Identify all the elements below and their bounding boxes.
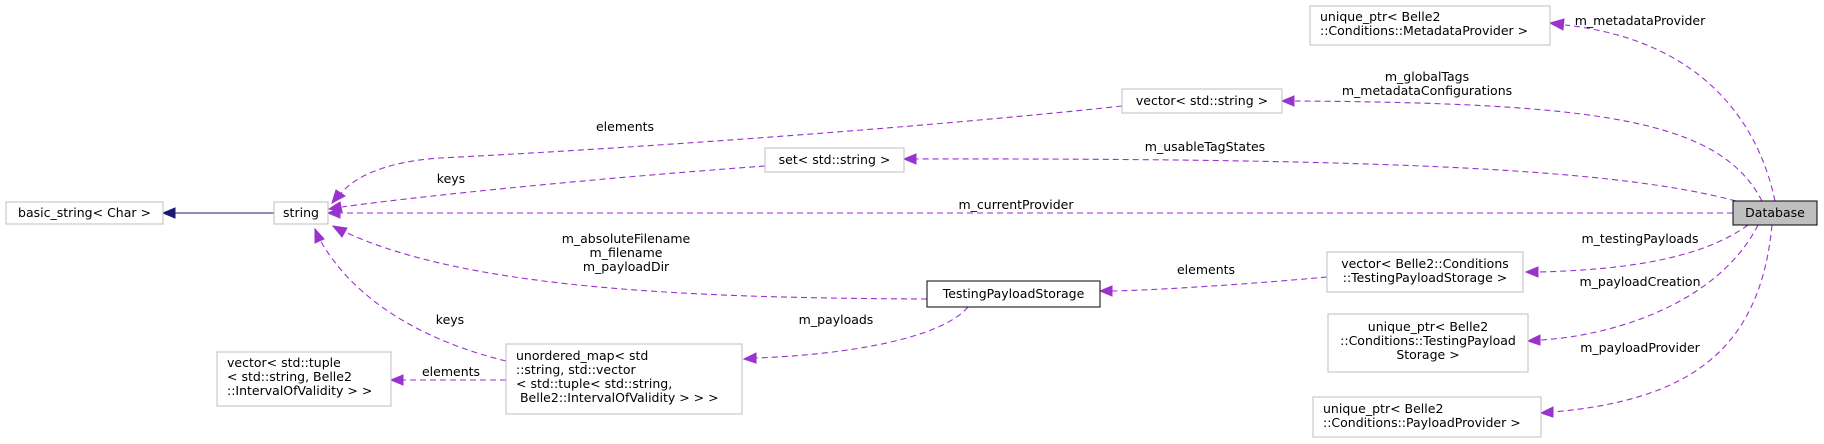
node-label-vector-tuple: vector< std::tuple< std::string, Belle2:…: [227, 355, 372, 398]
edge-label-m-payloads: m_payloads: [799, 312, 874, 327]
node-label-unordered-map-line-3: < std::tuple< std::string,: [516, 376, 672, 391]
node-label-unique-ptr-metadata-provider-line-1: unique_ptr< Belle2: [1320, 9, 1440, 24]
node-unordered-map[interactable]: unordered_map< std::string, std::vector<…: [505, 343, 743, 415]
edge-m-payloads: m_payloads: [742, 306, 969, 364]
edge-label-vector-testing-elements-line-1: elements: [1177, 262, 1235, 277]
edge-label-vector-string-elements: elements: [596, 119, 654, 134]
edge-label-set-keys-line-1: keys: [437, 171, 465, 186]
edge-label-m-testingPayloads-line-1: m_testingPayloads: [1581, 231, 1698, 246]
edge-label-m-globalTags-line-2: m_metadataConfigurations: [1342, 83, 1512, 98]
edge-label-map-keys-line-1: keys: [436, 312, 464, 327]
node-vector-testing-payload-storage[interactable]: vector< Belle2::Conditions::TestingPaylo…: [1326, 251, 1524, 293]
node-label-vector-testing-payload-storage-line-2: ::TestingPayloadStorage >: [1343, 270, 1507, 285]
node-database[interactable]: Database: [1732, 200, 1818, 226]
node-label-unique-ptr-payload-provider-line-1: unique_ptr< Belle2: [1323, 401, 1443, 416]
edge-label-m-metadataProvider-line-1: m_metadataProvider: [1575, 13, 1706, 28]
edge-label-m-payloadCreation-line-1: m_payloadCreation: [1579, 274, 1700, 289]
edge-label-m-payloadProvider-line-1: m_payloadProvider: [1580, 340, 1700, 355]
edge-vector-testing-elements: elements: [1098, 262, 1328, 297]
node-label-unordered-map-line-2: ::string, std::vector: [516, 362, 637, 377]
node-unique-ptr-payload-provider[interactable]: unique_ptr< Belle2::Conditions::PayloadP…: [1312, 396, 1542, 438]
node-label-unordered-map: unordered_map< std::string, std::vector<…: [516, 348, 719, 405]
node-label-database-line-1: Database: [1745, 205, 1805, 220]
node-label-vector-string-line-1: vector< std::string >: [1136, 93, 1268, 108]
edge-label-set-keys: keys: [437, 171, 465, 186]
node-label-unique-ptr-metadata-provider: unique_ptr< Belle2::Conditions::Metadata…: [1320, 9, 1528, 38]
node-basic-string[interactable]: basic_string< Char >: [5, 201, 164, 225]
edge-label-testing-filenames-line-2: m_filename: [590, 245, 663, 260]
edge-set-keys: keys: [327, 165, 766, 213]
node-label-database: Database: [1745, 205, 1805, 220]
node-label-testing-payload-storage-line-1: TestingPayloadStorage: [942, 286, 1085, 301]
node-label-unique-ptr-payload-provider-line-2: ::Conditions::PayloadProvider >: [1323, 415, 1521, 430]
node-label-unique-ptr-testing-payload-storage-line-2: ::Conditions::TestingPayload: [1340, 333, 1516, 348]
node-testing-payload-storage[interactable]: TestingPayloadStorage: [926, 280, 1101, 308]
node-set-string[interactable]: set< std::string >: [764, 147, 905, 173]
edge-label-map-keys: keys: [436, 312, 464, 327]
edge-label-m-globalTags-line-1: m_globalTags: [1385, 69, 1469, 84]
node-label-vector-tuple-line-1: vector< std::tuple: [227, 355, 341, 370]
edge-label-m-currentProvider-line-1: m_currentProvider: [959, 197, 1075, 212]
node-label-vector-tuple-line-2: < std::string, Belle2: [227, 369, 352, 384]
edge-label-m-payloadCreation: m_payloadCreation: [1579, 274, 1700, 289]
edge-m-payloadCreation: m_payloadCreation: [1526, 224, 1759, 346]
edge-label-m-testingPayloads: m_testingPayloads: [1581, 231, 1698, 246]
edge-label-vector-string-elements-line-1: elements: [596, 119, 654, 134]
node-label-vector-testing-payload-storage-line-1: vector< Belle2::Conditions: [1341, 256, 1509, 271]
edge-m-usableTagStates: m_usableTagStates: [902, 139, 1737, 202]
edge-label-tuple-elements-line-1: elements: [422, 364, 480, 379]
edge-map-keys: keys: [314, 227, 507, 362]
node-label-unique-ptr-metadata-provider-line-2: ::Conditions::MetadataProvider >: [1320, 23, 1528, 38]
node-string[interactable]: string: [273, 201, 329, 225]
edge-label-m-usableTagStates: m_usableTagStates: [1145, 139, 1265, 154]
edge-m-metadataProvider: m_metadataProvider: [1548, 13, 1776, 202]
node-label-set-string: set< std::string >: [779, 152, 891, 167]
edge-vector-string-elements: elements: [331, 105, 1123, 205]
node-label-string: string: [283, 205, 319, 220]
node-label-string-line-1: string: [283, 205, 319, 220]
node-label-basic-string-line-1: basic_string< Char >: [18, 205, 151, 220]
edge-label-m-payloads-line-1: m_payloads: [799, 312, 874, 327]
edge-m-testingPayloads: m_testingPayloads: [1524, 224, 1749, 278]
node-label-unique-ptr-testing-payload-storage: unique_ptr< Belle2::Conditions::TestingP…: [1340, 319, 1516, 362]
node-label-vector-string: vector< std::string >: [1136, 93, 1268, 108]
node-label-basic-string: basic_string< Char >: [18, 205, 151, 220]
edge-label-m-metadataProvider: m_metadataProvider: [1575, 13, 1706, 28]
edge-label-m-usableTagStates-line-1: m_usableTagStates: [1145, 139, 1265, 154]
node-label-unique-ptr-payload-provider: unique_ptr< Belle2::Conditions::PayloadP…: [1323, 401, 1521, 430]
node-label-vector-tuple-line-3: ::IntervalOfValidity > >: [227, 383, 372, 398]
edge-m-payloadProvider: m_payloadProvider: [1539, 224, 1773, 418]
edge-m-currentProvider: m_currentProvider: [326, 197, 1733, 219]
node-label-testing-payload-storage: TestingPayloadStorage: [942, 286, 1085, 301]
edge-tuple-elements: elements: [389, 364, 506, 386]
edge-label-tuple-elements: elements: [422, 364, 480, 379]
edge-label-testing-filenames-line-1: m_absoluteFilename: [562, 231, 691, 246]
edge-label-testing-filenames-line-3: m_payloadDir: [583, 259, 670, 274]
node-label-vector-testing-payload-storage: vector< Belle2::Conditions::TestingPaylo…: [1341, 256, 1509, 285]
node-label-unique-ptr-testing-payload-storage-line-3: Storage >: [1396, 347, 1459, 362]
node-unique-ptr-metadata-provider[interactable]: unique_ptr< Belle2::Conditions::Metadata…: [1309, 5, 1551, 46]
node-vector-string[interactable]: vector< std::string >: [1121, 88, 1283, 114]
node-label-set-string-line-1: set< std::string >: [779, 152, 891, 167]
edge-inheritance-basic-string: [161, 207, 274, 219]
edge-label-vector-testing-elements: elements: [1177, 262, 1235, 277]
edge-label-m-payloadProvider: m_payloadProvider: [1580, 340, 1700, 355]
node-label-unordered-map-line-1: unordered_map< std: [516, 348, 648, 363]
edge-label-m-currentProvider: m_currentProvider: [959, 197, 1075, 212]
node-label-unique-ptr-testing-payload-storage-line-1: unique_ptr< Belle2: [1368, 319, 1488, 334]
node-vector-tuple[interactable]: vector< std::tuple< std::string, Belle2:…: [216, 351, 392, 407]
node-unique-ptr-testing-payload-storage[interactable]: unique_ptr< Belle2::Conditions::TestingP…: [1327, 313, 1529, 373]
node-label-unordered-map-line-4: Belle2::IntervalOfValidity > > >: [516, 390, 719, 405]
